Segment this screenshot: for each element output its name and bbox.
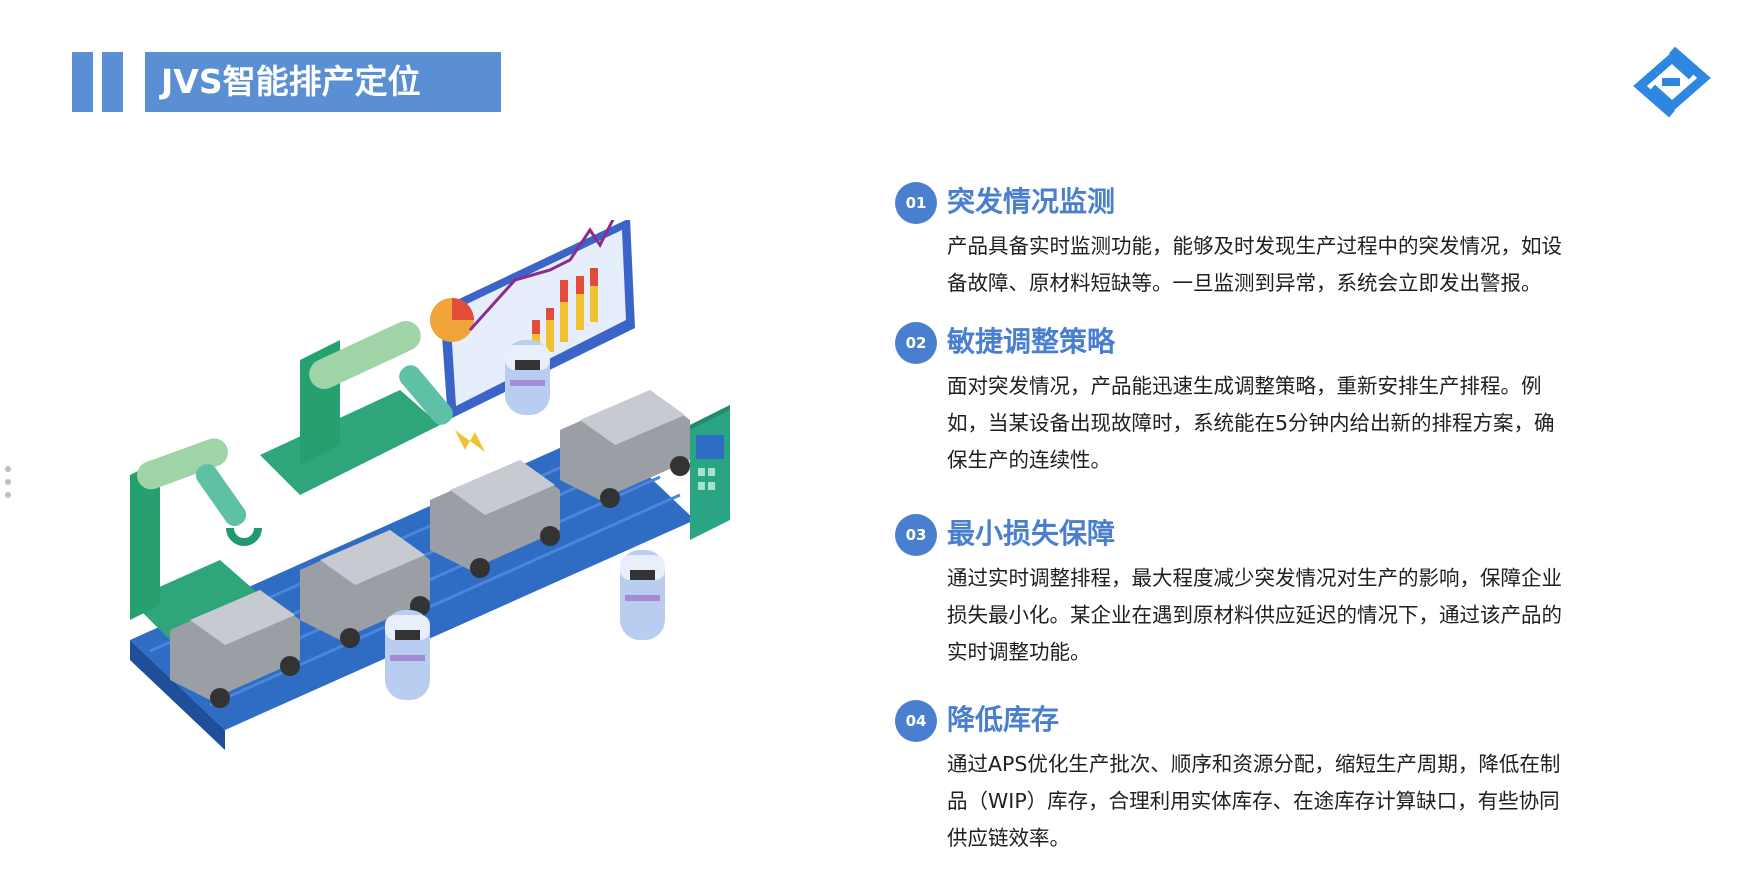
feature-title: 突发情况监测 bbox=[947, 185, 1116, 218]
feature-description: 通过APS优化生产批次、顺序和资源分配，缩短生产周期，降低在制品（WIP）库存，… bbox=[947, 752, 1561, 850]
side-dots-icon bbox=[5, 466, 13, 506]
jvs-logo-icon bbox=[1633, 46, 1711, 118]
feature-number-badge: 03 bbox=[895, 514, 937, 556]
feature-title: 最小损失保障 bbox=[947, 517, 1116, 550]
feature-number-badge: 02 bbox=[895, 322, 937, 364]
feature-description: 产品具备实时监测功能，能够及时发现生产过程中的突发情况，如设备故障、原材料短缺等… bbox=[947, 234, 1562, 295]
title-accent-bar-left bbox=[72, 52, 93, 112]
feature-title: 敏捷调整策略 bbox=[947, 325, 1116, 358]
feature-description: 面对突发情况，产品能迅速生成调整策略，重新安排生产排程。例如，当某设备出现故障时… bbox=[947, 374, 1555, 472]
feature-description: 通过实时调整排程，最大程度减少突发情况对生产的影响，保障企业损失最小化。某企业在… bbox=[947, 566, 1562, 664]
feature-number-badge: 01 bbox=[895, 182, 937, 224]
page-title: JVS智能排产定位 bbox=[145, 52, 501, 112]
feature-number-badge: 04 bbox=[895, 700, 937, 742]
feature-title: 降低库存 bbox=[947, 703, 1060, 736]
title-accent-bar-right bbox=[102, 52, 123, 112]
factory-assembly-line-illustration bbox=[130, 220, 730, 750]
